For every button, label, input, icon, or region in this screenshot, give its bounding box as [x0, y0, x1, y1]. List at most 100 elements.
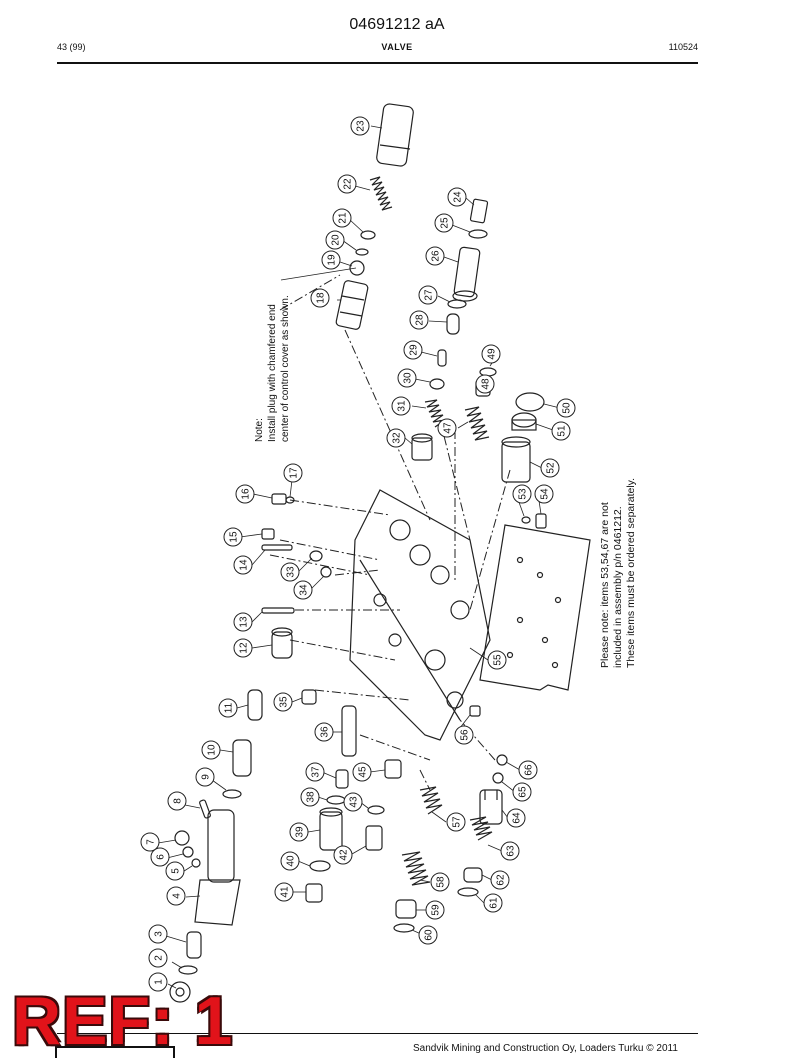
callout-label-5: 5 — [171, 868, 182, 874]
part-58-spring — [401, 851, 431, 886]
part-40-ring — [309, 860, 331, 872]
callout-label-25: 25 — [440, 217, 451, 229]
callout-label-52: 52 — [546, 462, 557, 474]
callout-circle-37 — [305, 762, 325, 782]
callout-label-57: 57 — [452, 816, 463, 828]
part-64-sleeve — [479, 789, 503, 825]
callout-label-62: 62 — [496, 874, 507, 886]
callout-label-54: 54 — [540, 488, 551, 500]
part-34-ring — [320, 566, 332, 578]
callout-label-58: 58 — [436, 876, 447, 888]
ordering-note-line-1: Please note: items 53,54,67 are not — [599, 502, 611, 668]
callout-label-14: 14 — [239, 559, 250, 571]
callout-circle-48 — [475, 374, 495, 394]
callout-label-9: 9 — [201, 774, 212, 780]
callout-circle-13 — [233, 612, 253, 632]
callout-label-40: 40 — [286, 855, 297, 867]
part-14-pin — [261, 544, 293, 551]
callout-circle-49 — [481, 344, 501, 364]
callout-label-20: 20 — [331, 234, 342, 246]
callout-circle-9 — [195, 767, 215, 787]
callout-label-7: 7 — [146, 839, 157, 845]
part-19-plug — [349, 260, 365, 276]
part-23-tube — [376, 103, 414, 167]
part-66-plug — [496, 754, 508, 766]
callout-circle-66 — [518, 760, 538, 780]
callout-label-21: 21 — [338, 212, 349, 224]
callout-circle-3 — [148, 924, 168, 944]
ordering-note: Please note: items 53,54,67 are not incl… — [599, 478, 637, 668]
callout-circle-36 — [314, 722, 334, 742]
part-43-ring — [367, 805, 385, 815]
callout-circle-35 — [273, 692, 293, 712]
part-27-ring — [447, 299, 467, 309]
section-title: VALVE — [381, 42, 413, 52]
callout-label-17: 17 — [289, 467, 300, 479]
callout-circle-32 — [386, 428, 406, 448]
callout-circle-14 — [233, 555, 253, 575]
doc-code: 110524 — [668, 42, 698, 52]
part-13-pin — [261, 607, 295, 614]
callout-circle-51 — [551, 421, 571, 441]
part-29-pin — [437, 349, 447, 367]
part-37-pin — [335, 769, 349, 789]
part-61-ring — [457, 887, 479, 897]
callout-label-43: 43 — [349, 796, 360, 808]
part-62-cap — [463, 867, 483, 883]
callout-circle-38 — [300, 787, 320, 807]
callout-label-34: 34 — [299, 584, 310, 596]
part-57-spring — [419, 786, 443, 815]
doc-number: 04691212 aA — [349, 16, 445, 33]
callout-label-33: 33 — [286, 566, 297, 578]
callout-label-13: 13 — [239, 616, 250, 628]
callout-circle-54 — [534, 484, 554, 504]
callout-label-16: 16 — [241, 488, 252, 500]
callout-label-42: 42 — [339, 849, 350, 861]
part-15-screw — [261, 528, 275, 540]
callout-circle-31 — [391, 396, 411, 416]
callout-label-15: 15 — [229, 531, 240, 543]
part-59-cap — [395, 899, 417, 919]
callout-label-23: 23 — [356, 120, 367, 132]
callout-circle-24 — [447, 187, 467, 207]
callout-circle-56 — [454, 725, 474, 745]
part-45-screw — [384, 759, 402, 779]
callout-label-12: 12 — [239, 642, 250, 654]
callout-label-30: 30 — [403, 372, 414, 384]
callout-label-32: 32 — [392, 432, 403, 444]
callout-label-28: 28 — [415, 314, 426, 326]
callout-circle-5 — [165, 861, 185, 881]
callout-circle-65 — [512, 782, 532, 802]
callout-circle-55 — [487, 650, 507, 670]
part-8-pin — [199, 799, 211, 819]
callout-label-4: 4 — [172, 893, 183, 899]
callout-circle-1 — [148, 972, 168, 992]
part-32-cup — [411, 433, 433, 461]
callout-label-63: 63 — [506, 845, 517, 857]
part-26-cylinder — [452, 246, 481, 302]
callout-label-35: 35 — [279, 696, 290, 708]
part-28-pin — [446, 313, 460, 335]
callout-circle-4 — [166, 886, 186, 906]
bottom-rule — [57, 1033, 698, 1034]
callout-label-61: 61 — [489, 897, 500, 909]
part-20-ring — [355, 248, 369, 256]
part-16-screw — [271, 493, 287, 505]
callout-label-19: 19 — [327, 254, 338, 266]
callout-label-50: 50 — [562, 402, 573, 414]
header-rule — [57, 62, 698, 64]
callout-circle-8 — [167, 791, 187, 811]
callout-circle-62 — [490, 870, 510, 890]
part-50-ring — [515, 392, 545, 412]
callout-circle-39 — [289, 822, 309, 842]
callout-label-56: 56 — [460, 729, 471, 741]
callout-circle-15 — [223, 527, 243, 547]
install-note-line-2: Install plug with chamfered end — [267, 304, 278, 442]
part-60-ring — [393, 923, 415, 933]
callout-circle-27 — [418, 285, 438, 305]
callout-label-60: 60 — [424, 929, 435, 941]
callout-circle-2 — [148, 948, 168, 968]
callout-label-31: 31 — [397, 400, 408, 412]
ordering-note-line-3: These items must be ordered separately. — [625, 478, 637, 668]
callout-circle-10 — [201, 740, 221, 760]
